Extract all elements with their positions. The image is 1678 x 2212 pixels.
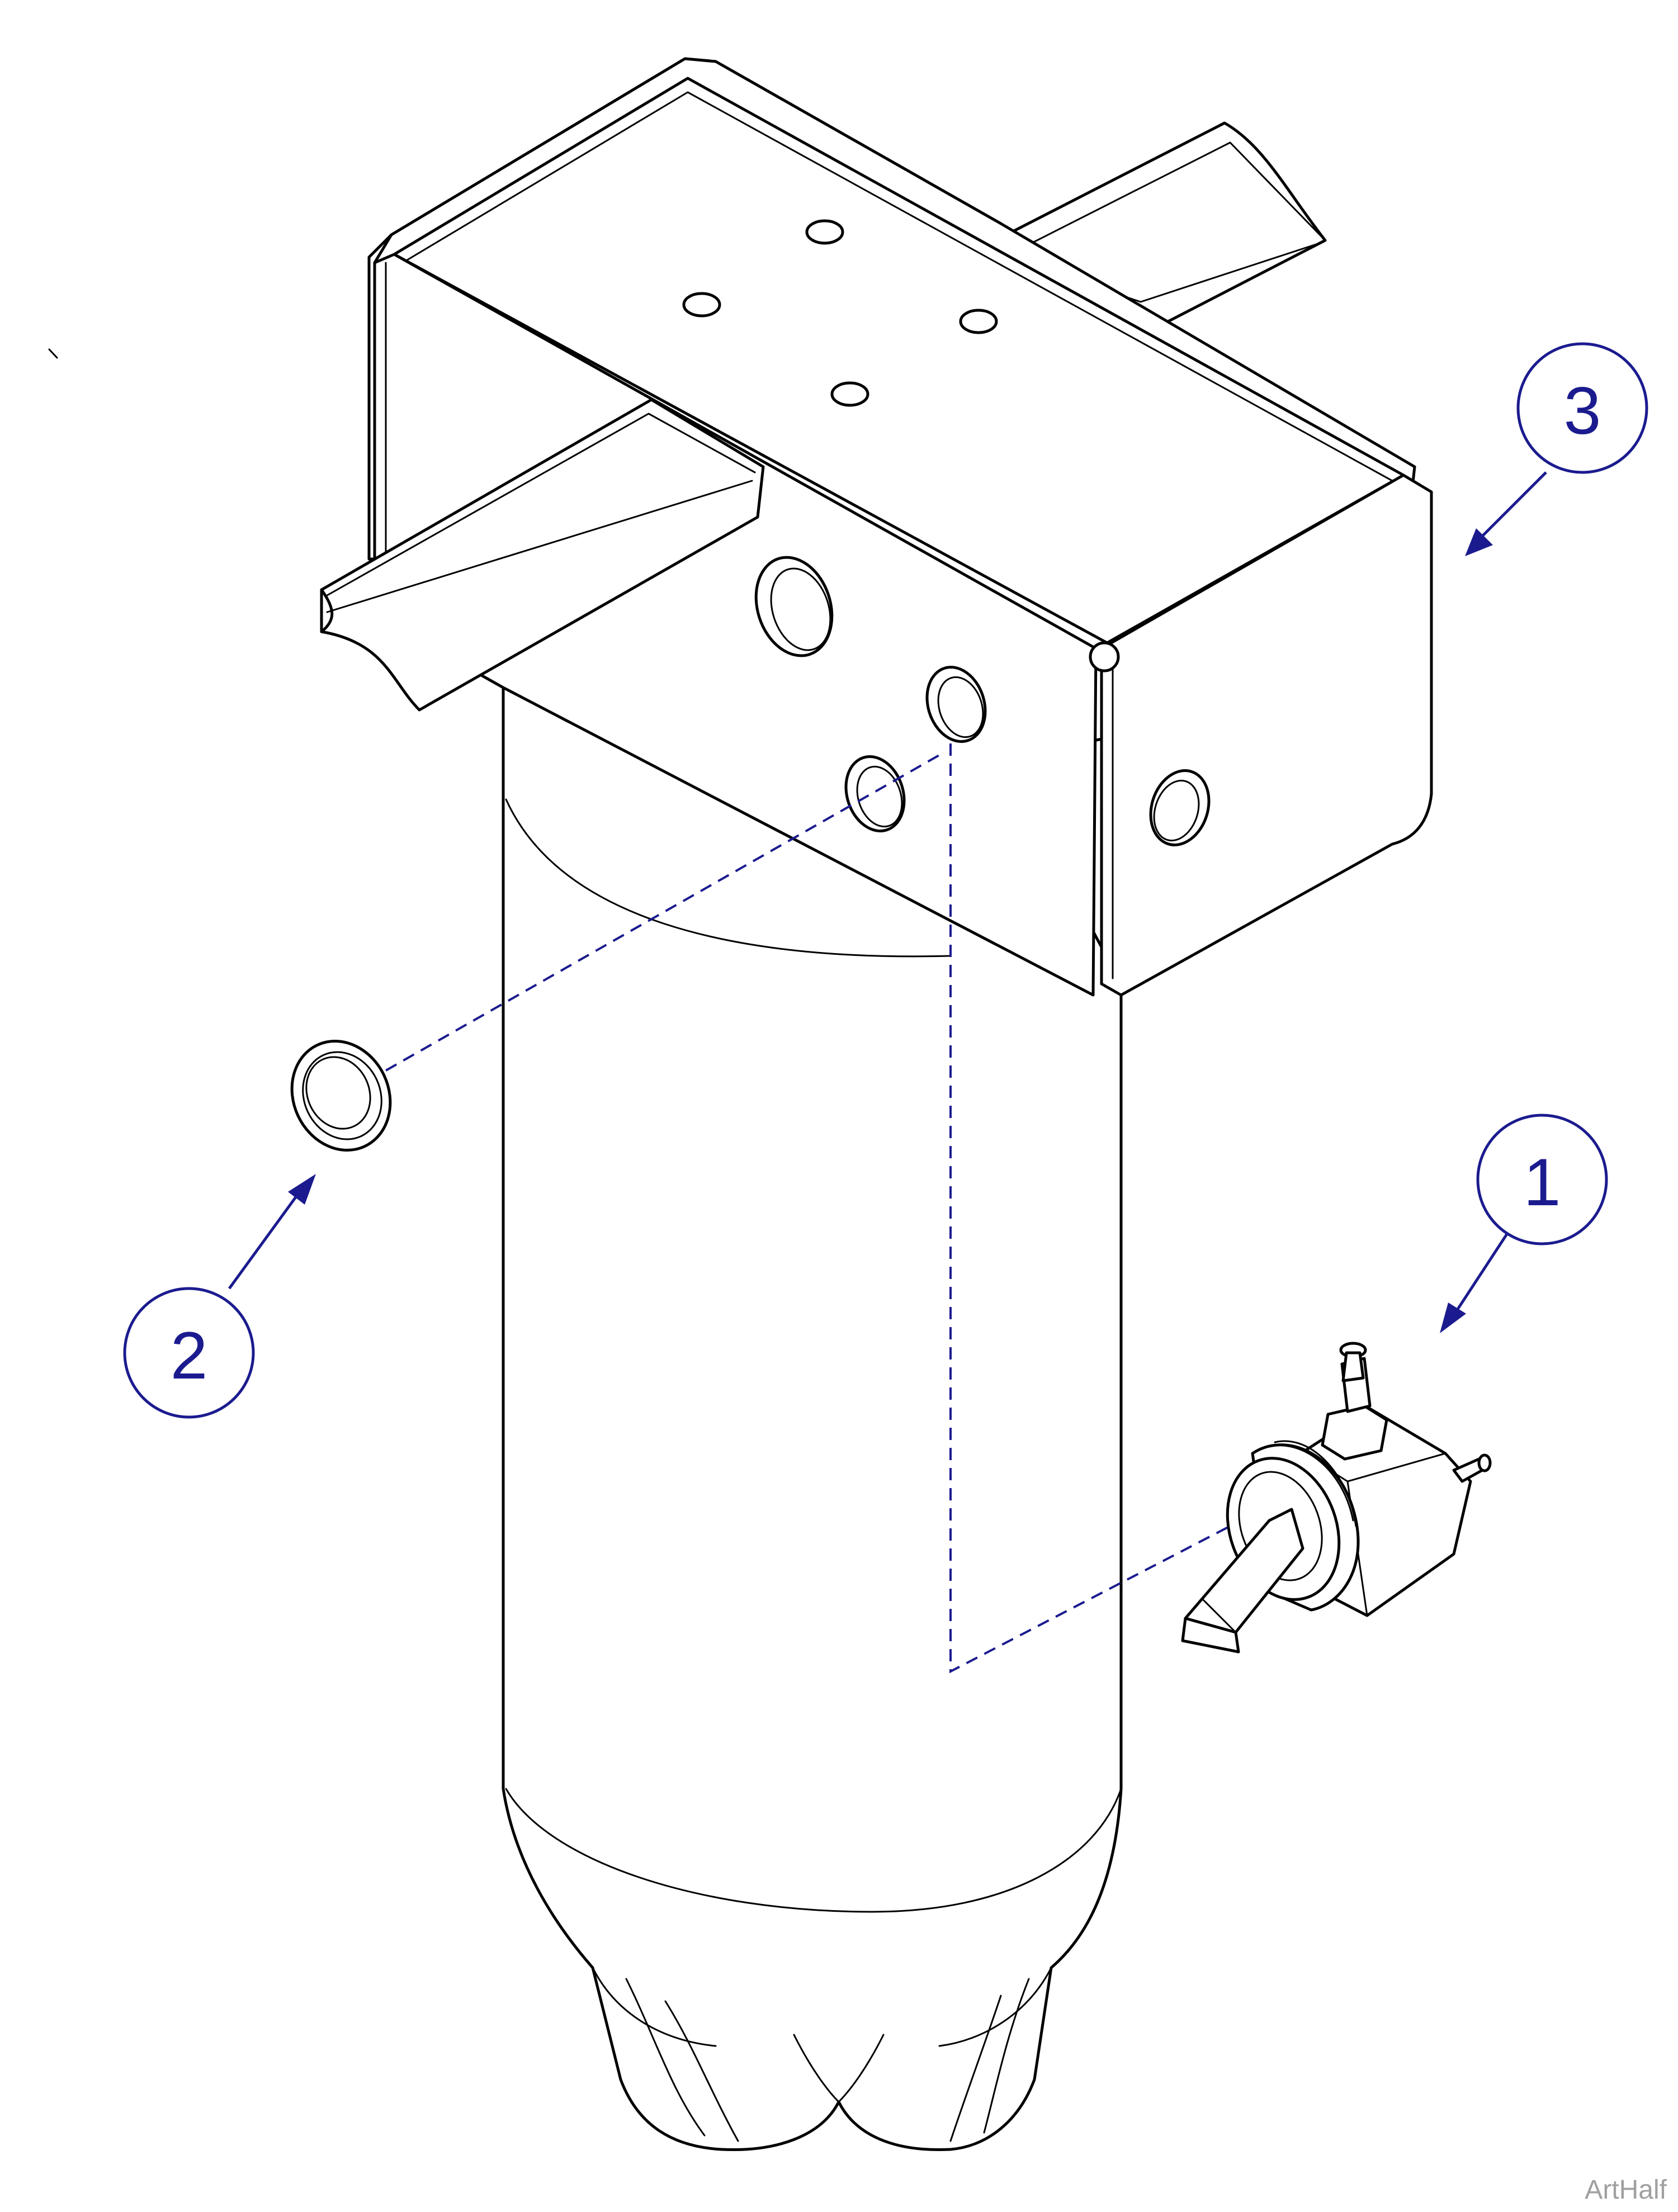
callout-3: 3 (1465, 342, 1648, 556)
callout-3-label: 3 (1564, 373, 1601, 448)
callout-2-label: 2 (171, 1318, 208, 1393)
mounting-bracket (320, 57, 1433, 997)
assembly-lines (385, 743, 1231, 1674)
gasket-ring (290, 1040, 392, 1152)
tank (502, 620, 1123, 2152)
callout-1: 1 (1440, 1114, 1608, 1333)
watermark-text: ArtHalf (1585, 2175, 1667, 2205)
callout-2: 2 (123, 1174, 316, 1419)
stray-mark (48, 348, 58, 359)
callout-1-label: 1 (1524, 1145, 1561, 1220)
toggle-valve (1181, 1342, 1492, 1654)
